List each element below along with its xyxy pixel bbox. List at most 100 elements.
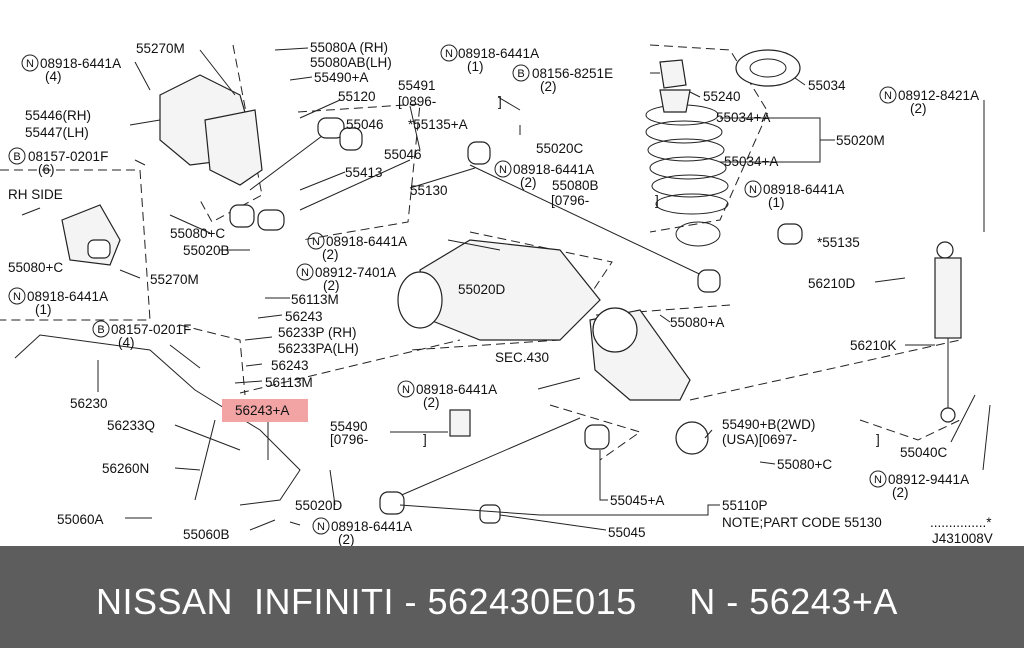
circle-n-marker — [21, 54, 39, 72]
part-label: 56233P (RH) — [278, 325, 357, 340]
part-label: 55040C — [900, 445, 948, 460]
diagram-code: J431008V — [932, 531, 993, 546]
part-label: [0796- — [330, 432, 368, 447]
part-label: 55447(LH) — [25, 125, 89, 140]
part-label: 55491 — [398, 78, 436, 93]
part-label: 55034+A — [716, 110, 770, 125]
part-label: [0896- — [398, 94, 436, 109]
svg-text:N: N — [402, 384, 410, 396]
part-label: 55046 — [346, 117, 384, 132]
part-label: 55020D — [295, 498, 343, 513]
part-label: 08156-8251E — [532, 66, 613, 81]
circle-b-marker — [512, 64, 530, 82]
part-label: (1) — [35, 302, 52, 317]
part-label: 56243 — [271, 358, 309, 373]
part-label: 55080B — [552, 178, 599, 193]
part-label: 55080A (RH) — [310, 40, 388, 55]
part-label: 56233Q — [107, 418, 155, 433]
part-label: 55034 — [808, 78, 846, 93]
part-label: (1) — [467, 59, 484, 74]
circle-n-marker — [869, 470, 887, 488]
part-label: (2) — [322, 247, 339, 262]
circle-n-marker — [296, 263, 314, 281]
part-label: 08918-6441A — [513, 162, 594, 177]
note-text: NOTE;PART CODE 55130 — [722, 515, 882, 530]
part-label: 56210K — [850, 338, 897, 353]
part-label: 56230 — [70, 396, 108, 411]
part-label: [0796- — [551, 193, 589, 208]
part-label: 55045 — [608, 525, 646, 540]
part-label: 56113M — [265, 375, 313, 390]
circle-n-marker — [312, 517, 330, 535]
circle-b-marker — [8, 147, 26, 165]
part-label: ] — [655, 193, 659, 208]
part-label: (2) — [323, 278, 340, 293]
differential-shape — [419, 239, 601, 341]
part-label: 08918-6441A — [40, 56, 121, 71]
part-label: ] — [498, 94, 502, 109]
part-label: 55034+A — [724, 154, 778, 169]
svg-text:B: B — [97, 324, 104, 336]
svg-text:N: N — [884, 90, 892, 102]
note-dots: ...............* — [930, 515, 992, 530]
part-label: 08157-0201F — [111, 322, 191, 337]
part-label: (2) — [910, 101, 927, 116]
part-label: (2) — [423, 395, 440, 410]
circle-n-marker — [8, 287, 26, 305]
part-label: 08918-6441A — [27, 289, 108, 304]
part-label: 08912-9441A — [888, 472, 969, 487]
dashed-outlines — [0, 44, 961, 461]
part-label: 08918-6441A — [331, 519, 412, 534]
part-label: ] — [423, 432, 427, 447]
part-label: 55060B — [183, 527, 230, 542]
part-shapes — [14, 49, 962, 524]
part-label: 55080+C — [777, 457, 832, 472]
part-label: SEC.430 — [495, 350, 549, 365]
part-label: (2) — [892, 485, 909, 500]
svg-text:B: B — [517, 68, 524, 80]
svg-text:N: N — [13, 291, 21, 303]
shock-absorber-shape — [934, 241, 962, 423]
part-label: 55110P — [722, 498, 768, 513]
part-label: 55240 — [703, 89, 741, 104]
circle-n-marker — [744, 180, 762, 198]
diagram-canvas: N N B N B N N N N N B N N N 55270M 55080… — [0, 40, 993, 546]
part-label: 55490 — [330, 419, 368, 434]
part-label: (2) — [338, 532, 355, 546]
part-label: (6) — [38, 162, 55, 177]
svg-text:N: N — [312, 236, 320, 248]
part-label: 08912-7401A — [315, 265, 396, 280]
circle-b-marker — [92, 320, 110, 338]
part-label: *55135 — [817, 235, 860, 250]
circled-markers: N N B N B N N N N N B N N N — [8, 44, 897, 535]
part-label: 56260N — [102, 461, 149, 476]
part-label: 56233PA(LH) — [278, 341, 359, 356]
part-label: (USA)[0697- — [722, 432, 797, 447]
part-label: 55130 — [410, 183, 448, 198]
part-label: 55120 — [338, 89, 376, 104]
part-label: 56210D — [808, 276, 856, 291]
part-label: 55490+B(2WD) — [722, 417, 815, 432]
footer-part-title: NISSAN INFINITI - 562430E015 N - 56243+A — [96, 581, 898, 622]
highlight-box — [222, 399, 308, 422]
part-label: 55490+A — [314, 70, 368, 85]
svg-text:N: N — [317, 521, 325, 533]
part-label: 55060A — [57, 512, 104, 527]
part-label: *55135+A — [408, 117, 468, 132]
part-label: 08918-6441A — [326, 234, 407, 249]
part-label: 55046 — [384, 147, 422, 162]
part-label: 08912-8421A — [898, 88, 979, 103]
circle-n-marker — [440, 44, 458, 62]
part-label: 55080+C — [170, 226, 225, 241]
part-label: 55045+A — [610, 493, 664, 508]
part-label: 55020M — [836, 133, 885, 148]
part-label: RH SIDE — [8, 187, 63, 202]
footer-bar: NISSAN INFINITI - 562430E015 N - 56243+A — [0, 546, 1024, 648]
part-labels: 55270M 55080A (RH) 55080AB(LH) 08918-644… — [8, 40, 993, 546]
circle-n-marker — [879, 86, 897, 104]
coil-spring-shape — [645, 104, 729, 247]
highlighted-part-label: 56243+A — [235, 403, 289, 418]
part-label: 08918-6441A — [458, 46, 539, 61]
part-label: (4) — [118, 335, 135, 350]
circle-n-marker — [397, 380, 415, 398]
